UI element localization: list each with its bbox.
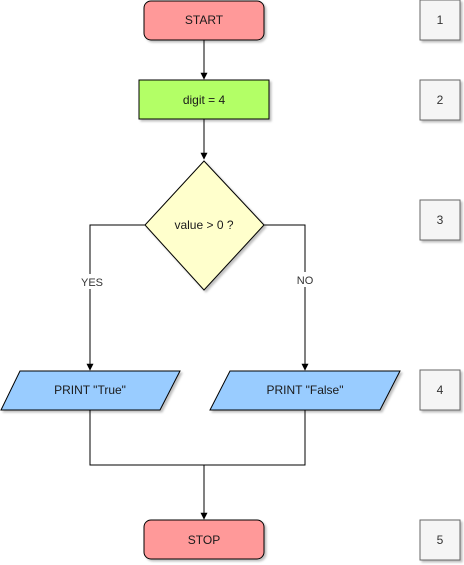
step-number-5: 5 [437,533,444,547]
assign-node [138,79,270,120]
step-number-1: 1 [437,13,444,27]
start-shape [143,0,265,41]
print-false-node [209,370,401,411]
step-number-boxes [419,0,461,561]
print-false-label: PRINT "False" [267,383,344,397]
stop-label: STOP [188,533,220,547]
step-number-3: 3 [437,213,444,227]
step-box-1 [419,0,461,41]
assign-shape [138,79,270,120]
edge-decision-yes [86,224,145,371]
print-true-label: PRINT "True" [54,383,126,397]
connectors [86,40,309,520]
step-number-4: 4 [437,383,444,397]
edge-label-no: NO [297,275,314,287]
step-box-3 [419,199,461,241]
print-true-node [0,370,181,411]
start-label: START [185,13,224,27]
edge-decision-no [264,224,309,371]
edge-false-merge [204,410,306,466]
step-box-4 [419,369,461,411]
stop-shape [143,519,265,560]
decision-shape [144,160,265,291]
stop-node [143,519,265,560]
print-true-shape [0,370,181,411]
print-false-shape [209,370,401,411]
start-node [143,0,265,41]
step-number-2: 2 [437,93,444,107]
decision-node [144,160,265,291]
assign-label: digit = 4 [183,93,226,107]
decision-label: value > 0 ? [174,218,233,232]
step-box-5 [419,519,461,561]
edge-label-yes: YES [81,277,103,289]
step-box-2 [419,79,461,121]
edge-true-merge [89,410,204,466]
